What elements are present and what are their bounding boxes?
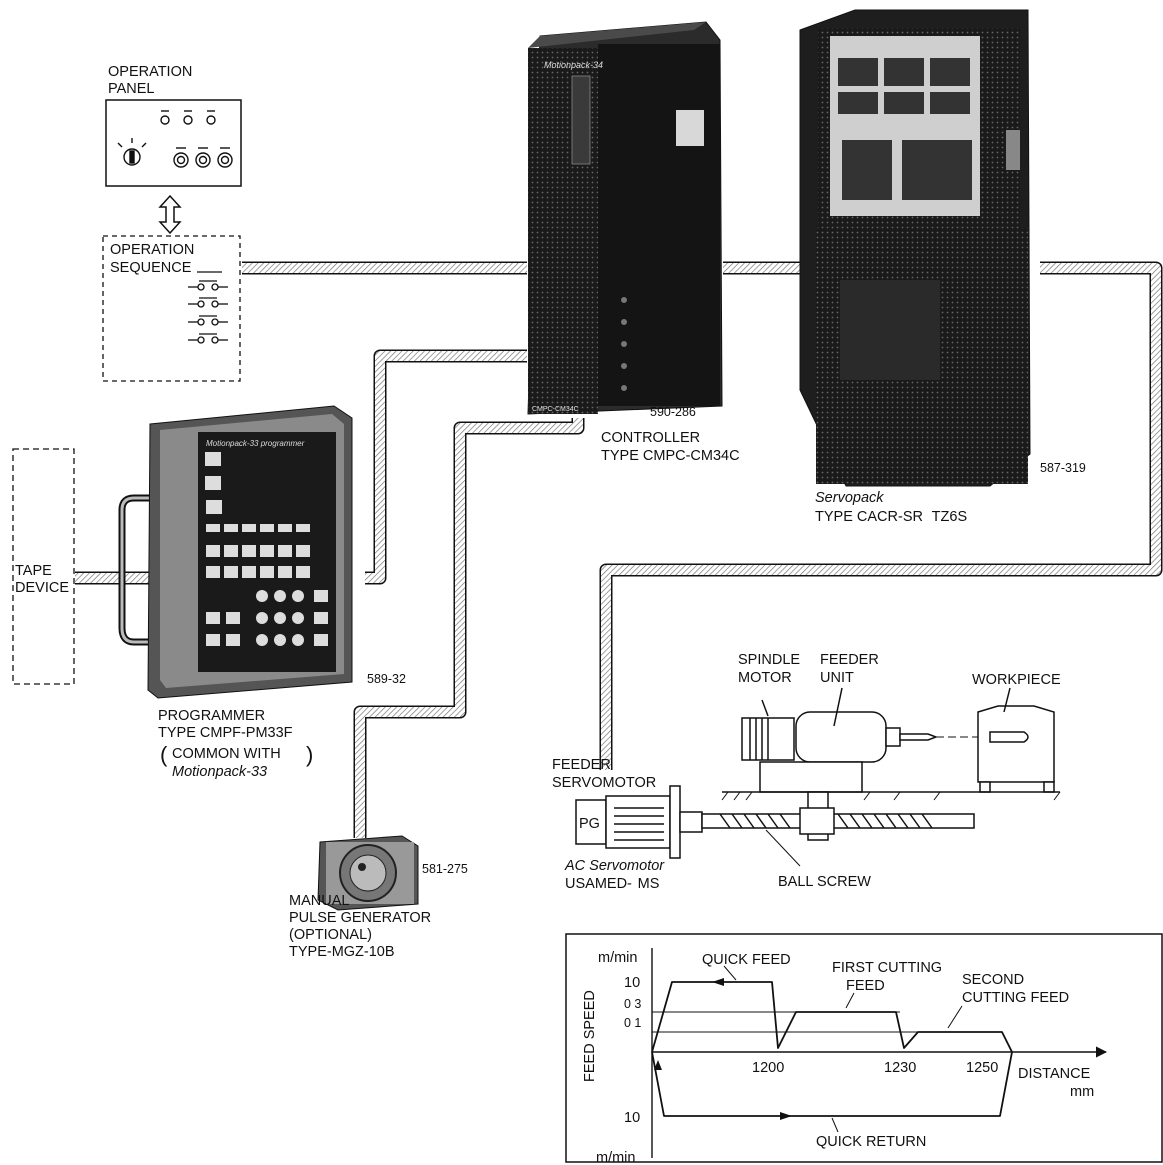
pulse-generator-photo-no: 581-275 [422,862,468,876]
y-unit-bottom: m/min [596,1150,635,1165]
annotation-second-1: SECOND [962,972,1024,988]
y-tick-0-3: 0 3 [624,997,641,1011]
annotation-second-2: CUTTING FEED [962,990,1069,1006]
pulse-generator-label-2: PULSE GENERATOR [289,910,431,926]
operation-panel-label-2: PANEL [108,81,154,97]
pulse-generator-unit: 581-275 MANUAL PULSE GENERATOR (OPTIONAL… [289,836,468,960]
contact-symbols [188,272,228,343]
y-tick-0-1: 0 1 [624,1016,641,1030]
servopack-label-2: TYPE CACR-SR TZ6S [815,509,967,525]
tape-device-label-1: TAPE [15,563,52,579]
programmer-label-2: TYPE CMPF-PM33F [158,725,293,741]
programmer-face-title: Motionpack-33 programmer [206,439,305,448]
x-tick-1200: 1200 [752,1060,784,1076]
operation-panel-label-1: OPERATION [108,64,192,80]
y-tick-minus-10: 10 [624,1110,640,1126]
workpiece-label: WORKPIECE [972,672,1061,688]
programmer-label-4: Motionpack-33 [172,764,267,780]
operation-sequence: OPERATION SEQUENCE [103,236,240,381]
feeder-servomotor-label-2: SERVOMOTOR [552,775,656,791]
x-tick-1230: 1230 [884,1060,916,1076]
spindle-motor-label-2: MOTOR [738,670,792,686]
controller-model-tag: CMPC-CM34C [532,406,579,413]
x-axis-unit: mm [1070,1084,1094,1100]
ball-screw-label: BALL SCREW [778,874,871,890]
controller-brand: Motionpack-34 [544,60,603,70]
controller-label-2: TYPE CMPC-CM34C [601,448,740,464]
feeder-servomotor-label-1: FEEDER [552,757,611,773]
controller-unit: Motionpack-34 CMPC-CM34C 590-286 CONTROL… [528,22,740,464]
annotation-quick-feed: QUICK FEED [702,952,791,968]
tape-device: TAPE DEVICE [13,449,74,684]
ac-servomotor-label-2: USAMED- MS [565,876,659,892]
programmer-photo-no: 589-32 [367,672,406,686]
x-axis-label: DISTANCE [1018,1066,1091,1082]
y-unit-top: m/min [598,950,637,966]
pulse-generator-label-4: TYPE-MGZ-10B [289,944,395,960]
programmer-label-1: PROGRAMMER [158,708,265,724]
feed-speed-chart: m/min m/min 10 0 3 0 1 10 FEED SPEED 120… [566,934,1162,1165]
servopack-label-1: Servopack [815,490,884,506]
x-tick-1250: 1250 [966,1060,998,1076]
feeder-unit-label-2: UNIT [820,670,854,686]
y-tick-10: 10 [624,975,640,991]
spindle-motor-label-1: SPINDLE [738,652,800,668]
cable-programmer-controller [365,356,527,578]
controller-photo-no: 590-286 [650,405,696,419]
svg-text:(: ( [160,742,168,767]
feeder-unit-label-1: FEEDER [820,652,879,668]
ac-servomotor-label-1: AC Servomotor [564,858,665,874]
pulse-generator-label-1: MANUAL [289,893,349,909]
operation-panel: OPERATION PANEL [106,64,241,233]
svg-text:): ) [306,742,313,767]
operation-sequence-label-1: OPERATION [110,242,194,258]
operation-sequence-label-2: SEQUENCE [110,260,192,276]
pulse-generator-label-3: (OPTIONAL) [289,927,372,943]
annotation-first-cutting-2: FEED [846,978,885,994]
machine-tool: SPINDLE MOTOR FEEDER UNIT WORKPIECE [552,652,1061,892]
pg-label: PG [579,816,600,832]
programmer-label-3: COMMON WITH [172,746,281,762]
controller-label-1: CONTROLLER [601,430,700,446]
servopack-photo-no: 587-319 [1040,461,1086,475]
tape-device-label-2: DEVICE [15,580,69,596]
annotation-first-cutting-1: FIRST CUTTING [832,960,942,976]
y-axis-label: FEED SPEED [582,990,598,1082]
cable-pulsegen-controller [360,418,578,838]
annotation-quick-return: QUICK RETURN [816,1134,926,1150]
double-arrow-icon [160,196,180,233]
